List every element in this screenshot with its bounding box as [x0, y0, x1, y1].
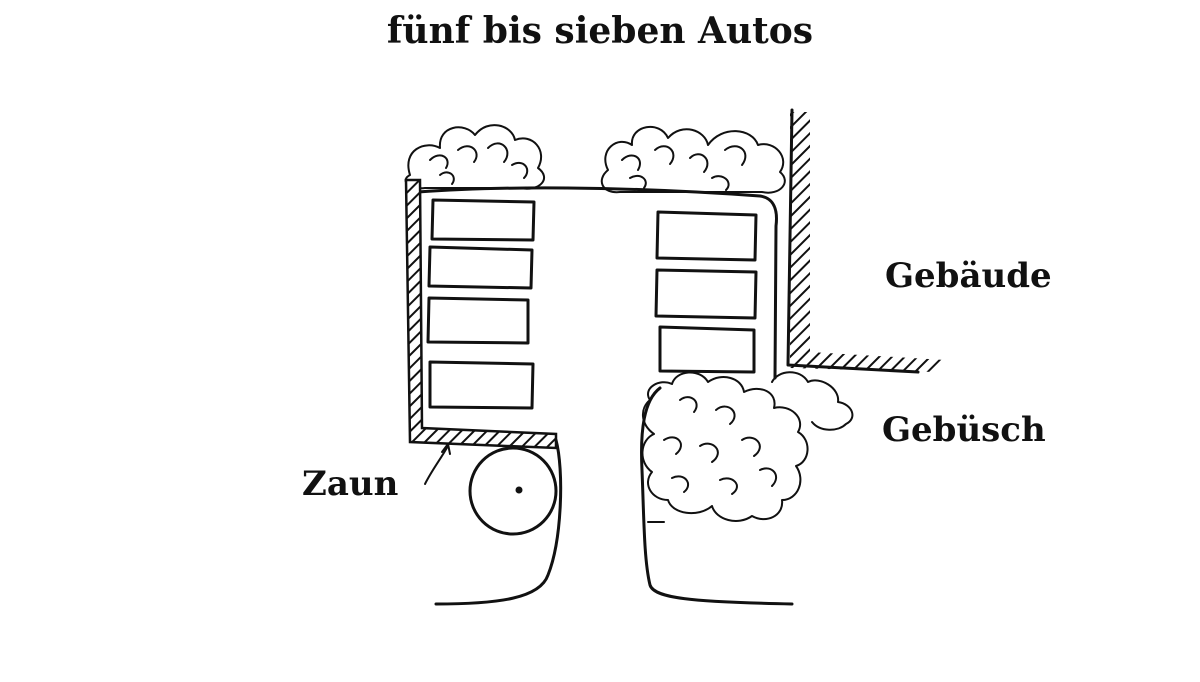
right-bushes	[641, 371, 854, 522]
parking-spaces-right	[654, 210, 758, 374]
parking-space	[655, 210, 758, 262]
fence-pointer-arrow	[424, 443, 451, 485]
parking-space	[428, 360, 535, 410]
parking-space	[654, 268, 758, 320]
parking-space	[427, 245, 534, 290]
building	[786, 108, 945, 374]
top-left-bushes	[404, 124, 545, 190]
top-right-bushes	[600, 125, 786, 194]
tree	[434, 438, 563, 606]
label-building: Gebäude	[885, 256, 1052, 296]
parking-space	[426, 296, 530, 345]
parking-spaces-left	[426, 198, 536, 410]
label-bushes: Gebüsch	[882, 410, 1046, 450]
parking-space	[658, 325, 756, 374]
diagram-title: fünf bis sieben Autos	[386, 10, 814, 52]
label-fence: Zaun	[302, 464, 399, 504]
parking-lot-outline	[414, 186, 778, 442]
fence	[404, 178, 558, 450]
parking-space	[430, 198, 536, 242]
road-edge-right	[640, 386, 794, 606]
